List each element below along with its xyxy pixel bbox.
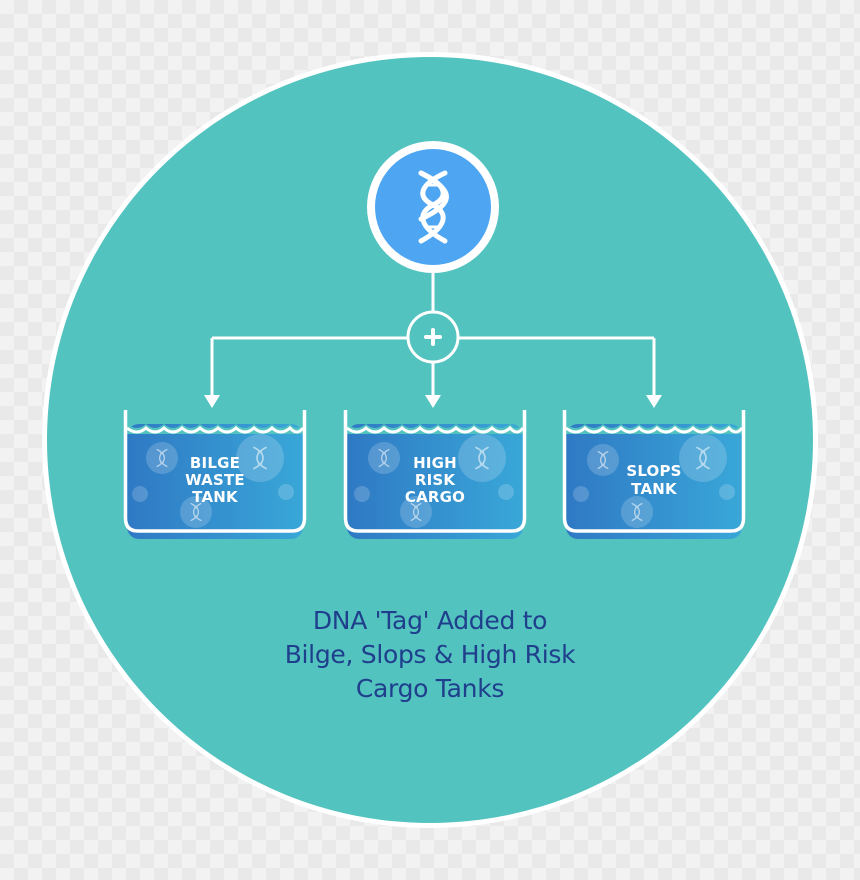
tank-label-line: TANK xyxy=(631,480,678,498)
tank-label-line: SLOPS xyxy=(626,462,681,480)
tank-label-line: BILGE xyxy=(190,454,240,472)
tank-label-line: WASTE xyxy=(185,471,245,489)
connector-lines xyxy=(210,268,656,398)
tank-label-line: CARGO xyxy=(405,488,465,506)
tank-bilge-waste: BILGE WASTE TANK xyxy=(123,410,307,539)
arrow-heads xyxy=(204,395,662,408)
tank-label-line: RISK xyxy=(415,471,457,489)
plus-junction xyxy=(406,310,460,364)
tank-label-line: TANK xyxy=(192,488,239,506)
tank-slops: SLOPS TANK xyxy=(562,410,746,539)
caption-line: DNA 'Tag' Added to xyxy=(312,606,548,635)
caption-line: Cargo Tanks xyxy=(355,674,505,703)
plus-icon xyxy=(424,328,442,346)
caption-line: Bilge, Slops & High Risk xyxy=(284,640,576,669)
dna-badge xyxy=(367,141,499,273)
tank-label-line: HIGH xyxy=(413,454,457,472)
diagram-caption: DNA 'Tag' Added to Bilge, Slops & High R… xyxy=(180,604,680,706)
tank-high-risk-cargo: HIGH RISK CARGO xyxy=(343,410,527,539)
dna-icon xyxy=(418,170,449,244)
